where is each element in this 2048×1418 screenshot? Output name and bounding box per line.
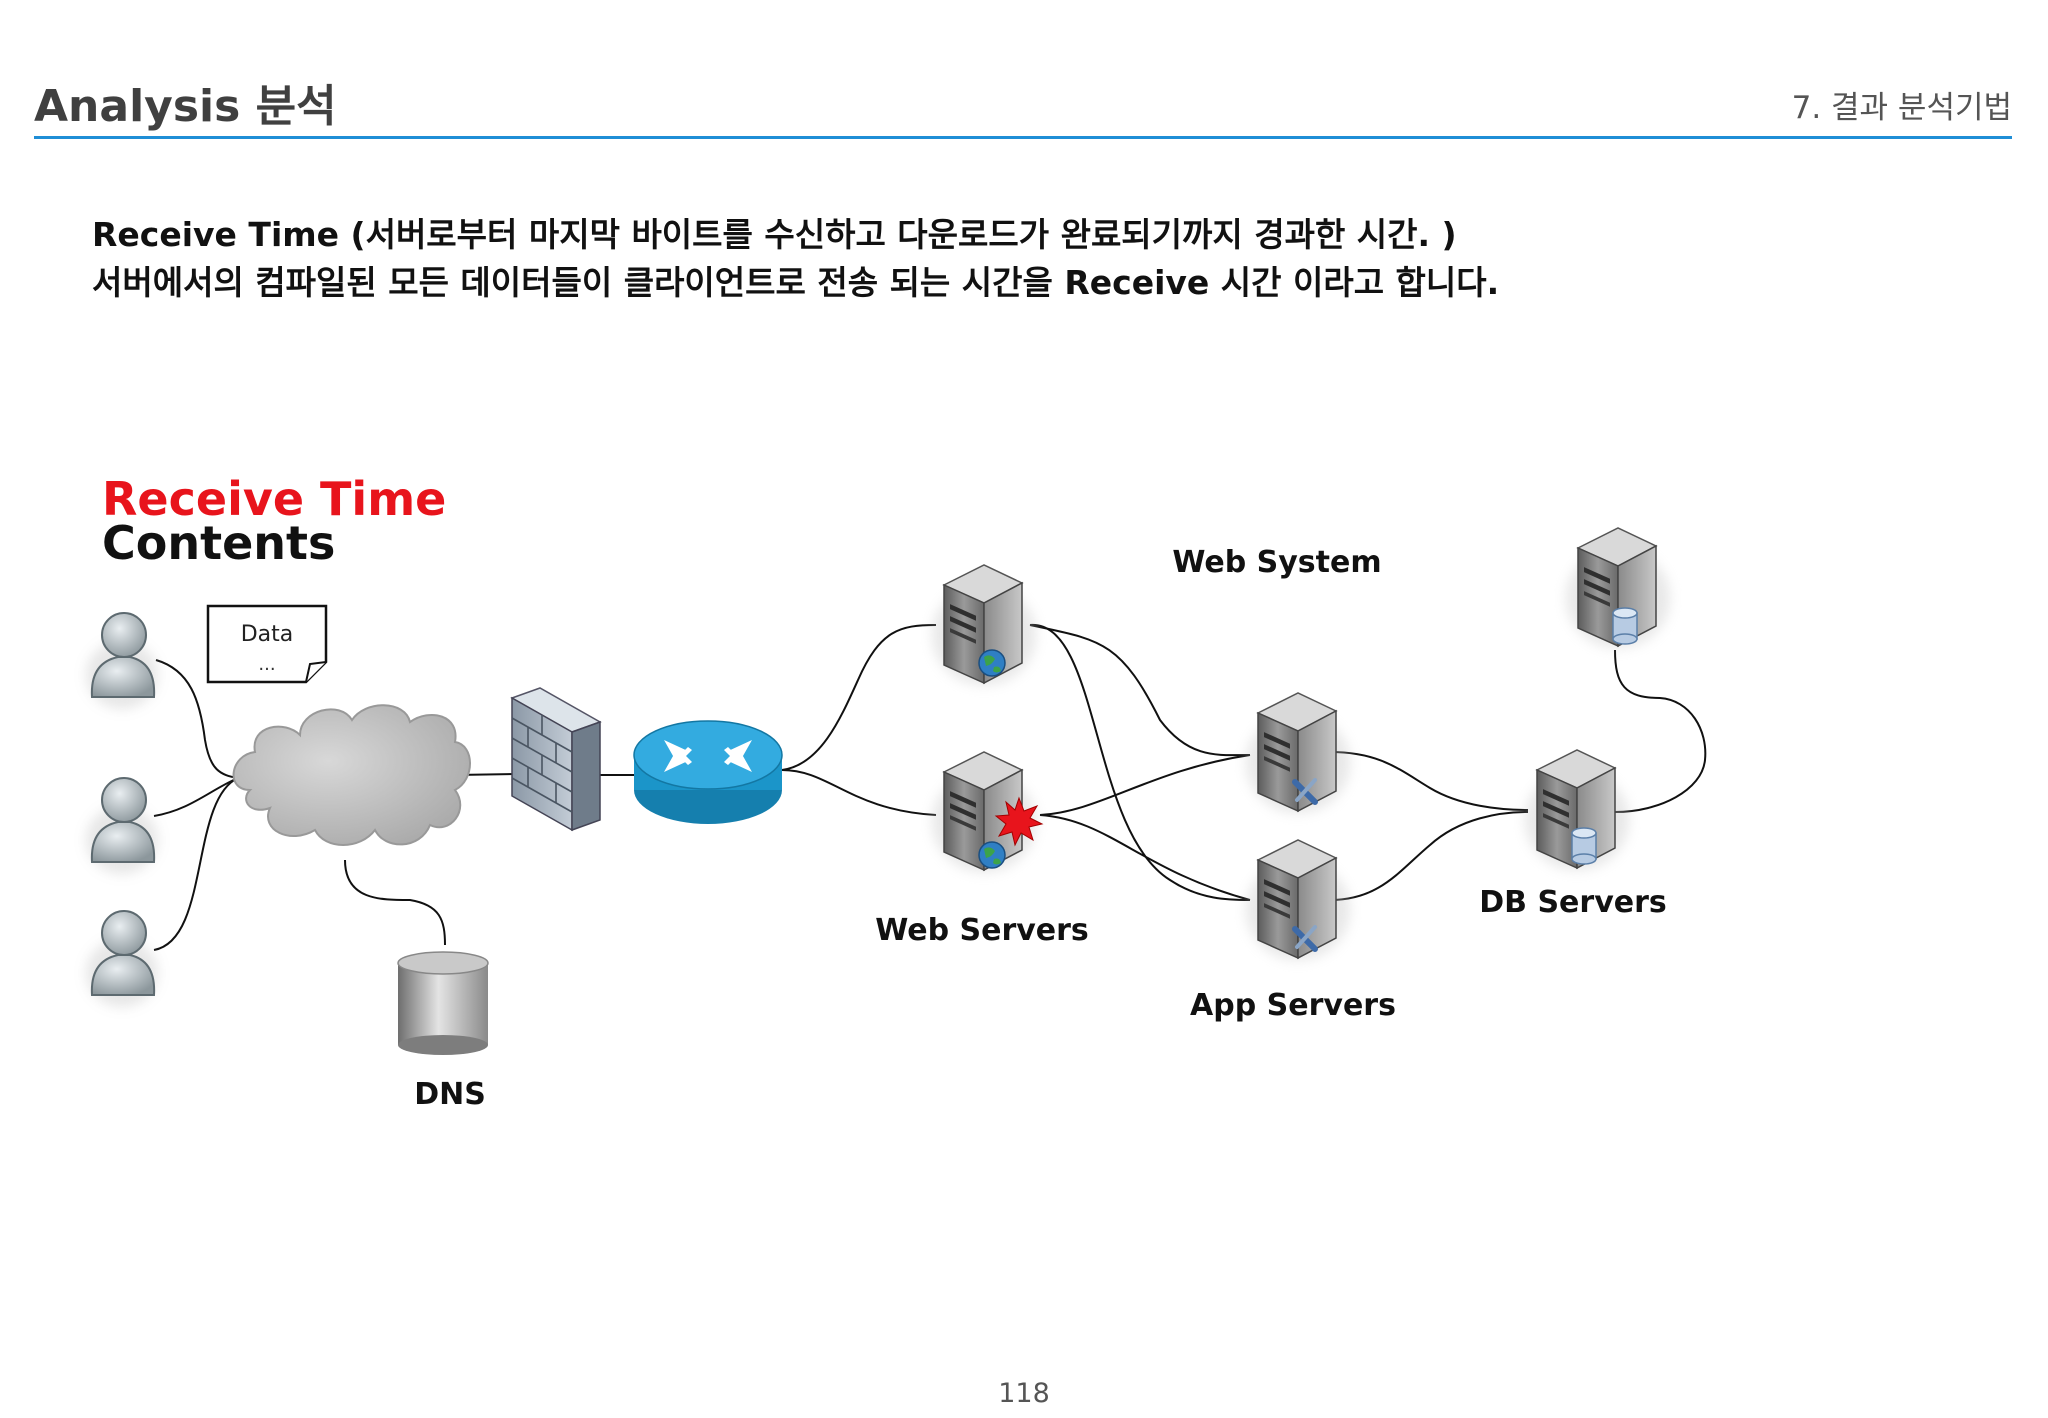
router-icon	[633, 720, 783, 824]
web-servers-label: Web Servers	[875, 913, 1089, 948]
page-title: Analysis 분석	[34, 81, 337, 132]
page-number: 118	[998, 1378, 1050, 1409]
web-system-label: Web System	[1172, 545, 1381, 580]
note-text: Data	[241, 622, 294, 647]
database-icon	[397, 951, 489, 1055]
user-icon	[86, 613, 158, 709]
firewall-icon	[510, 687, 602, 832]
db-servers-label: DB Servers	[1479, 885, 1667, 920]
section-label: 7. 결과 분석기법	[1791, 90, 2012, 126]
server-icon	[1525, 750, 1629, 870]
diagram-subtitle: Contents	[102, 516, 336, 570]
note-icon: Data ...	[206, 604, 328, 684]
server-icon	[1246, 840, 1350, 960]
header-divider	[34, 136, 2012, 139]
cloud-icon	[232, 704, 471, 846]
app-servers-label: App Servers	[1190, 988, 1396, 1023]
note-text-ellipsis: ...	[258, 654, 275, 675]
server-icon	[1246, 693, 1350, 813]
server-icon	[1566, 528, 1670, 648]
alert-star-icon	[994, 796, 1044, 847]
user-icon	[86, 911, 158, 1007]
description-line-1: Receive Time (서버로부터 마지막 바이트를 수신하고 다운로드가 …	[92, 215, 1457, 254]
connection-lines	[153, 623, 1707, 951]
dns-label: DNS	[414, 1077, 486, 1112]
description-line-2: 서버에서의 컴파일된 모든 데이터들이 클라이언트로 전송 되는 시간을 Rec…	[92, 263, 1500, 302]
server-icon	[932, 565, 1036, 685]
user-icon	[86, 778, 158, 874]
diagram-title: Receive Time	[102, 472, 447, 526]
